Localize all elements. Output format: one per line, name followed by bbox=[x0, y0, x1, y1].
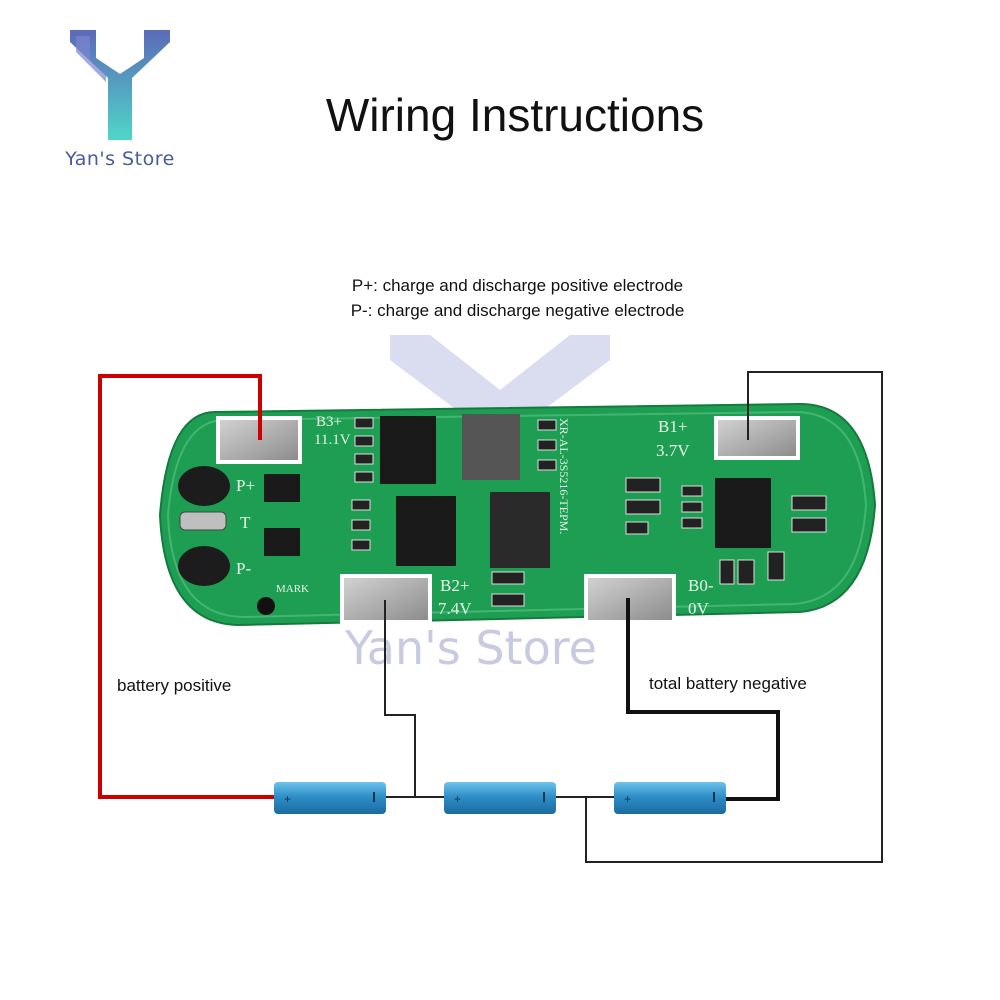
pad-b1-label: B1+ bbox=[658, 417, 687, 436]
terminal-p-minus bbox=[178, 546, 230, 586]
wire-battery-positive bbox=[98, 374, 274, 799]
terminal-p-plus bbox=[178, 466, 230, 506]
svg-text:+: + bbox=[454, 792, 461, 806]
terminal-t bbox=[179, 511, 227, 531]
wire-total-negative bbox=[626, 598, 780, 801]
brand-name: Yan's Store bbox=[65, 148, 175, 170]
wire-b1 bbox=[585, 371, 883, 863]
mark-label: MARK bbox=[276, 583, 309, 595]
pad-b0-label: B0- bbox=[688, 576, 714, 595]
pad-b3-voltage: 11.1V bbox=[314, 432, 351, 448]
y-logo-icon bbox=[70, 30, 170, 140]
watermark-text: Yan's Store bbox=[344, 621, 597, 675]
terminal-p-plus-label: P+ bbox=[236, 476, 255, 495]
legend-p-plus: P+: charge and discharge positive electr… bbox=[351, 276, 684, 295]
wire-b2 bbox=[384, 600, 416, 797]
ic-chip-main bbox=[490, 492, 550, 568]
pad-b3-label: B3+ bbox=[316, 414, 342, 430]
svg-text:+: + bbox=[624, 792, 631, 806]
pad-b2-voltage: 7.4V bbox=[438, 599, 472, 618]
label-total-battery-negative: total battery negative bbox=[649, 674, 807, 693]
page-title: Wiring Instructions bbox=[325, 89, 705, 141]
mosfet-chip-2 bbox=[396, 496, 456, 566]
battery-cell-1: + bbox=[274, 782, 386, 814]
pad-b1 bbox=[714, 416, 800, 460]
battery-cell-3: + bbox=[614, 782, 726, 814]
ic-chip-protect bbox=[715, 478, 771, 548]
legend-p-minus: P-: charge and discharge negative electr… bbox=[350, 301, 685, 320]
pad-b2-label: B2+ bbox=[440, 576, 469, 595]
terminal-p-minus-label: P- bbox=[236, 559, 251, 578]
svg-text:+: + bbox=[284, 792, 291, 806]
label-battery-positive: battery positive bbox=[117, 676, 232, 695]
watermark-logo-icon bbox=[390, 335, 610, 470]
brand-logo: Yan's Store bbox=[55, 30, 185, 175]
mosfet-chip-3 bbox=[462, 414, 520, 480]
battery-cell-2: + bbox=[444, 782, 556, 814]
pad-b1-voltage: 3.7V bbox=[656, 441, 690, 460]
terminal-t-label: T bbox=[240, 513, 251, 532]
model-label: XR-AL-3S5216-TEPM. bbox=[557, 418, 571, 534]
mosfet-chip-1 bbox=[380, 416, 436, 484]
pad-b0-voltage: 0V bbox=[688, 599, 710, 618]
